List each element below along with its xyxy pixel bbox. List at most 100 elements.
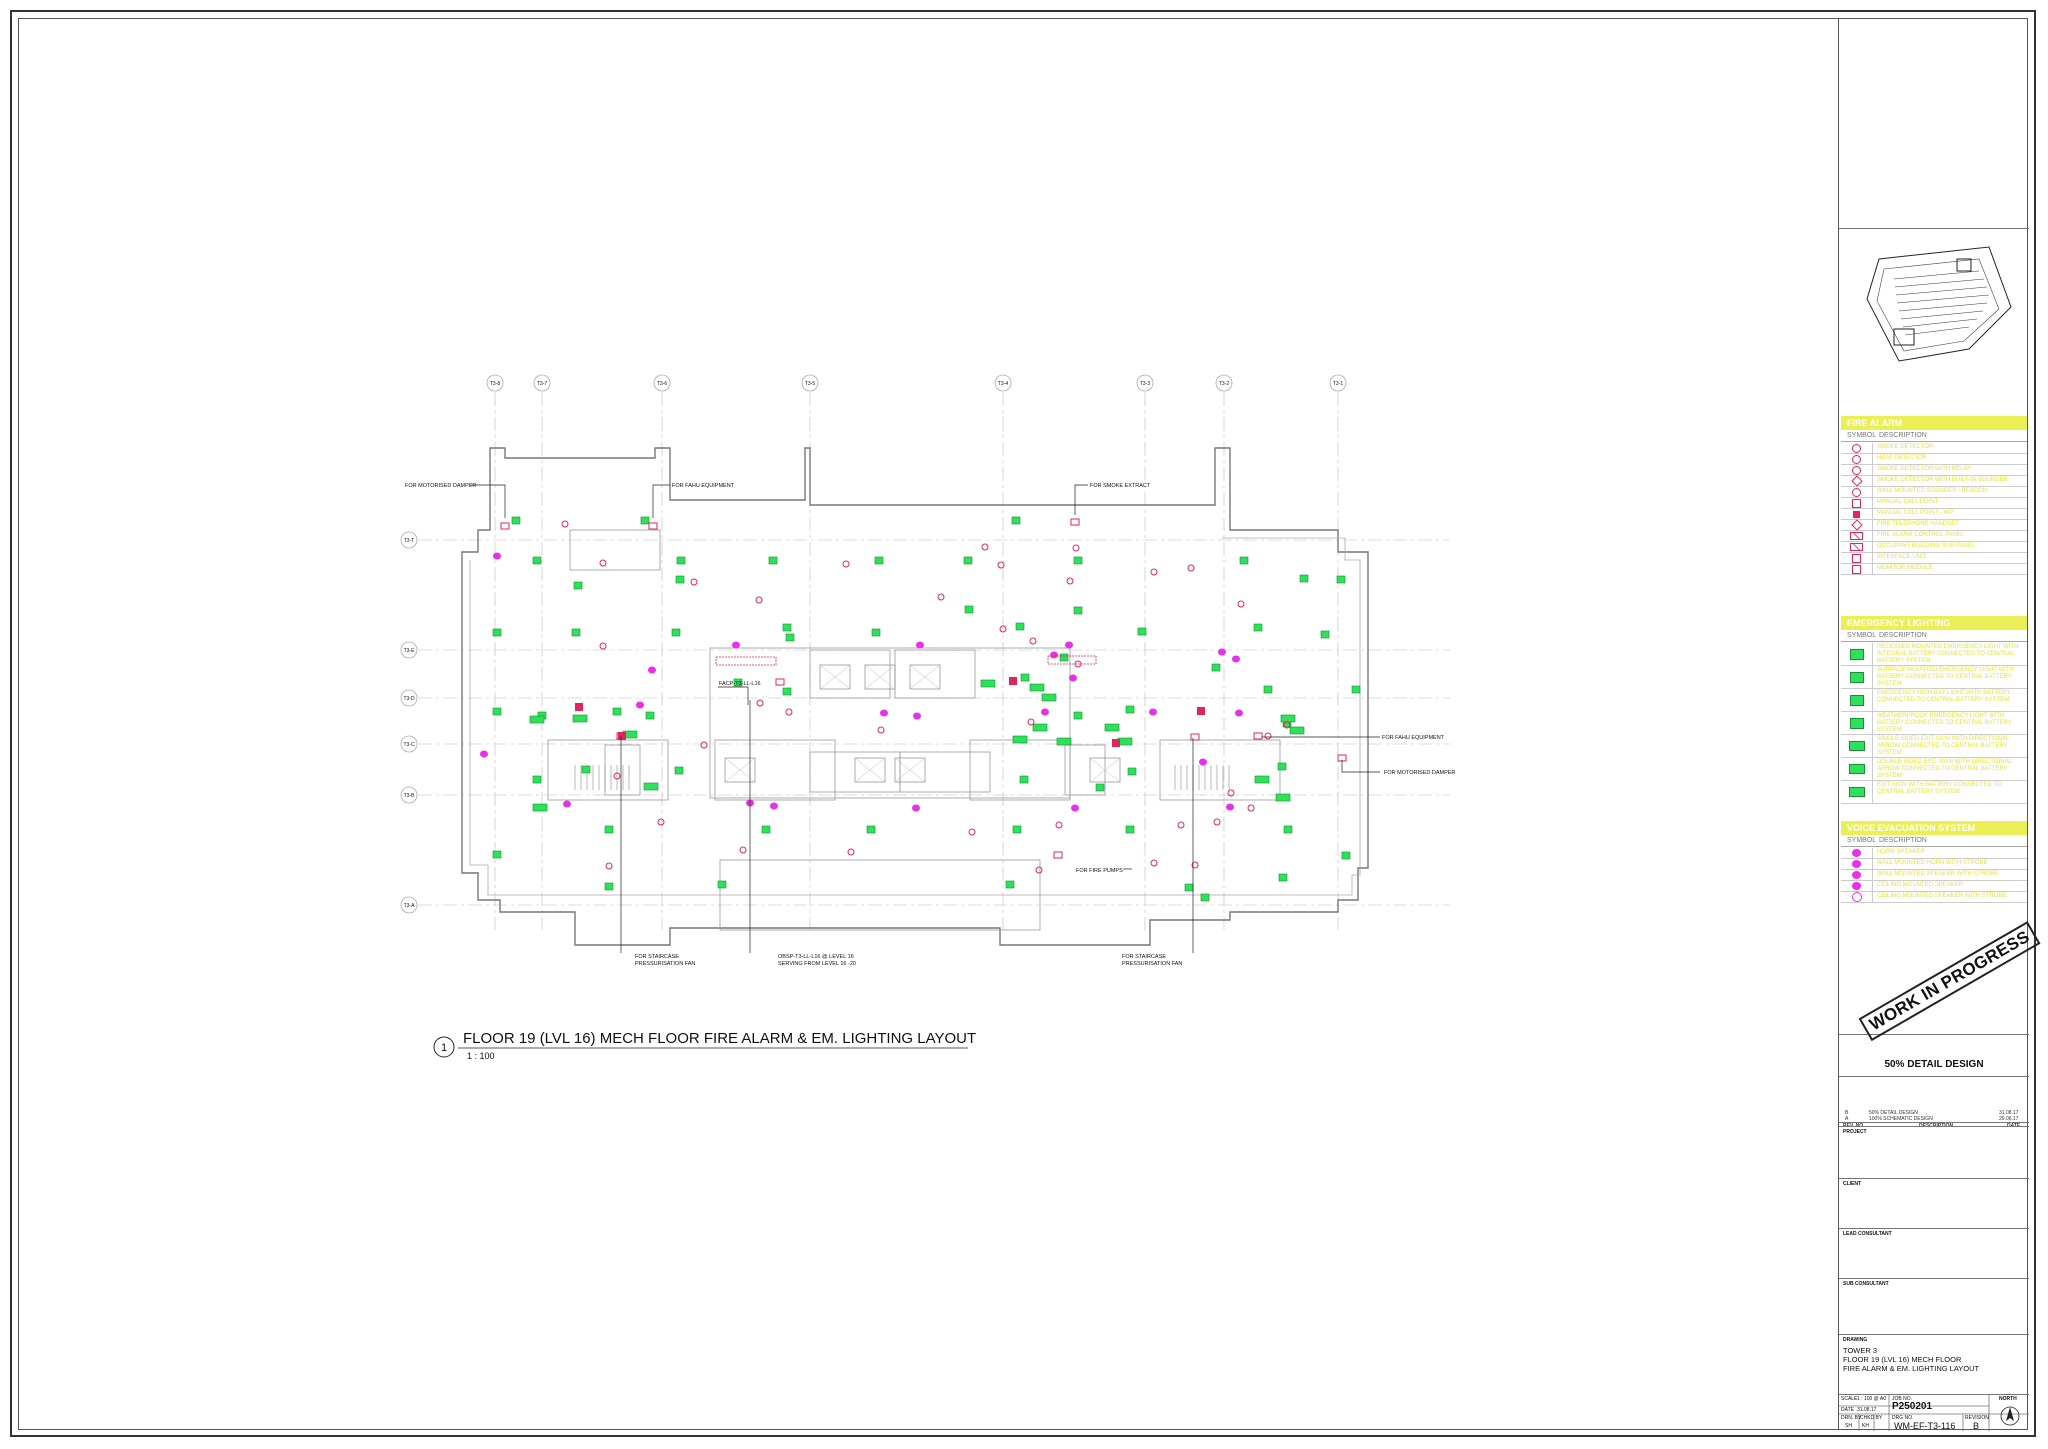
legend-symbol (1841, 542, 1873, 552)
smoke-detector-icon (756, 699, 764, 707)
legend-description: HORN SPEAKER (1877, 849, 1925, 855)
smoke-detector-icon (1029, 637, 1037, 645)
emergency-light-icon (963, 556, 973, 565)
inner-wall (469, 537, 1361, 896)
drawing-label: DRAWING (1843, 1337, 1868, 1343)
speaker-icon (1232, 655, 1240, 663)
drawing-title-line: FLOOR 19 (LVL 16) MECH FLOOR (1843, 1355, 1962, 1364)
legend-description: CEILING MOUNTED SPEAKER (1877, 882, 1964, 888)
emergency-light-icon (761, 825, 771, 834)
smoke-detector-icon (755, 596, 763, 604)
em-light-icon (1849, 694, 1864, 706)
revision-header: REV. NO. DESCRIPTION DATE (1839, 1122, 2029, 1129)
emergency-light-icon (573, 581, 583, 590)
speaker-icon (880, 709, 888, 717)
emergency-light-icon (717, 880, 727, 889)
emergency-light-icon (1125, 825, 1135, 834)
obsp-panel-icon (1047, 655, 1097, 665)
core-room (604, 744, 641, 796)
grid-label: T3-2 (1219, 381, 1230, 387)
emergency-light-icon (1059, 653, 1069, 662)
callout-label: SERVING FROM LEVEL 16 -20 (778, 961, 856, 967)
legend-row: CEILING MOUNTED SPEAKER (1841, 881, 2027, 892)
legend-description: WALL MOUNTED HORN WITH STROBE (1877, 860, 1988, 866)
emergency-light-icon (1012, 825, 1022, 834)
legend-row: OCCUPANT BUILDING SUB-PANEL (1841, 542, 2027, 553)
grid-bubble (400, 641, 418, 659)
emergency-light-icon (1277, 762, 1287, 771)
exit-sign-icon (1117, 737, 1133, 746)
building-outline (461, 447, 1369, 946)
revision-value: B (1973, 1421, 1980, 1431)
legend-row: WEATHERPROOF EMERGENCY LIGHT WITH BATTER… (1841, 712, 2027, 735)
sub-consultant-box: SUB CONSULTANT (1839, 1278, 2029, 1334)
legend-description: DOUBLE SIDED EXIT SIGN WITH DIRECTIONAL … (1877, 759, 2012, 779)
grid-label: T3-T (404, 538, 415, 544)
legend-symbol (1841, 892, 1873, 902)
lift-shaft (1089, 757, 1121, 783)
legend-description: WALL MOUNTED SPEAKER WITH STROBE (1877, 871, 1999, 877)
client-box: CLIENT (1839, 1178, 2029, 1228)
grid-bubble (801, 374, 819, 392)
circle-icon (1852, 465, 1861, 475)
grid-bubble (400, 531, 418, 549)
grid-label: T3-1 (1333, 381, 1344, 387)
speaker-icon (1852, 860, 1861, 868)
drawing-number-value: WM-EF-T3-116 (1894, 1421, 1956, 1431)
grid-label: T3-7 (537, 381, 548, 387)
grid-label: T3-3 (1140, 381, 1151, 387)
drawn-by-label: DRN. BY (1841, 1415, 1862, 1421)
smoke-detector-icon (999, 625, 1007, 633)
legend-description: EXIT SIGN WITH BATTERY CONNECTED TO CENT… (1877, 782, 2002, 795)
lift-shaft (894, 757, 926, 783)
square-icon (1852, 498, 1861, 508)
exit-sign-icon (1275, 793, 1291, 802)
lift-cross (1089, 757, 1121, 783)
smoke-detector-icon (847, 848, 855, 856)
interface-unit-icon (1053, 851, 1063, 859)
callout-label: FOR MOTORISED DAMPER (405, 483, 476, 489)
exit-sign-icon (1029, 683, 1045, 692)
sounder-icon (1850, 475, 1863, 487)
emergency-light-icon (1011, 516, 1021, 525)
emergency-light-icon (581, 765, 591, 774)
legend-symbol (1841, 475, 1873, 487)
legend-description-header: DESCRIPTION (1879, 837, 1927, 844)
emergency-light-icon (785, 633, 795, 642)
project-label: PROJECT (1843, 1129, 1867, 1135)
smoke-detector-icon (1187, 564, 1195, 572)
emergency-light-icon (645, 711, 655, 720)
speaker-icon (1235, 709, 1243, 717)
view-number-bubble (433, 1036, 455, 1058)
speaker-icon (480, 750, 488, 758)
callout-label: FOR SMOKE EXTRACT (1090, 483, 1151, 489)
title-block: FIRE ALARM SYMBOL DESCRIPTION SMOKE DETE… (1838, 18, 2029, 1431)
emergency-light-icon (1127, 767, 1137, 776)
core-room (714, 739, 836, 801)
callout-label: FOR FIRE PUMPS (1076, 868, 1123, 874)
legend-row: FIRE ALARM CONTROL PANEL (1841, 531, 2027, 542)
legend-symbol (1841, 859, 1873, 869)
voice-evacuation-legend: VOICE EVACUATION SYSTEM SYMBOL DESCRIPTI… (1839, 821, 2029, 921)
emergency-light-icon (782, 623, 792, 632)
callout-label: FOR FAHU EQUIPMENT (1382, 735, 1445, 741)
legend-symbol-header: SYMBOL (1847, 432, 1877, 439)
legend-row: CEILING MOUNTED SPEAKER WITH STROBE (1841, 892, 2027, 903)
emergency-light-icon (1005, 880, 1015, 889)
smoke-detector-icon (981, 543, 989, 551)
legend-title: VOICE EVACUATION SYSTEM (1841, 821, 2027, 835)
emergency-light-icon (492, 850, 502, 859)
legend-row: SMOKE DETECTOR WITH BUILT-IN SOUNDER (1841, 475, 2027, 487)
core-room (969, 739, 1071, 801)
lift-shaft (854, 757, 886, 783)
revision-description: 100% SCHEMATIC DESIGN (1869, 1116, 1933, 1122)
speaker-icon (1050, 651, 1058, 659)
emergency-light-icon (874, 556, 884, 565)
legend-row: MONITOR MODULE (1841, 564, 2027, 575)
speaker-icon (648, 666, 656, 674)
sheet-inner-border (18, 18, 2028, 1430)
grid-label: T3-C (403, 742, 415, 748)
legend-symbol (1841, 509, 1873, 519)
exit-sign-icon (1280, 714, 1296, 723)
north-arrow-icon (2000, 1406, 2020, 1426)
